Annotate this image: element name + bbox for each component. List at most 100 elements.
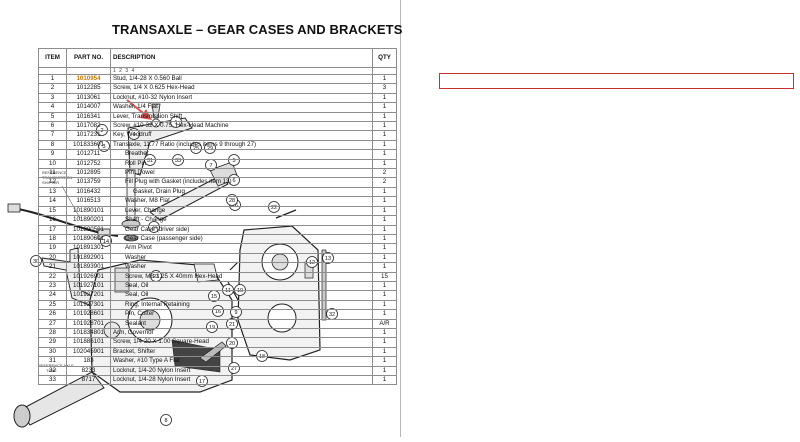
row-description: Key, Woodruff	[110, 130, 373, 141]
row-description: Arm Pivot	[110, 243, 373, 254]
row-part-number: 1016341	[66, 111, 111, 123]
level-ticks: 1 2 3 4	[110, 67, 373, 75]
row-part-number: 101833601	[66, 139, 111, 151]
row-qty: 1	[372, 215, 397, 226]
row-qty: 2	[372, 168, 397, 179]
row-qty: 1	[372, 186, 397, 198]
row-item: 7	[38, 130, 67, 141]
row-part-number: 1012752	[66, 158, 111, 170]
row-description: Screw, M8-1.25 X 40mm Hex-Head	[110, 271, 373, 282]
row-qty: 2	[372, 177, 397, 188]
row-description: Pin, Dowel	[110, 168, 373, 179]
row-item: 14	[38, 196, 67, 207]
row-item: 26	[38, 309, 67, 320]
row-item: 23	[38, 280, 67, 292]
row-part-number: 1013061	[66, 92, 111, 104]
col-description-header: DESCRIPTION	[110, 48, 373, 68]
row-part-number: 101892901	[66, 252, 111, 264]
row-qty: 1	[372, 327, 397, 339]
row-part-number: 101890501	[66, 224, 111, 235]
row-description: Arm, Governor	[110, 327, 373, 339]
parts-list-panel	[401, 0, 800, 437]
col-part-header: PART NO.	[66, 48, 111, 68]
row-description: Washer	[110, 262, 373, 273]
row-part-number: 183	[66, 356, 111, 367]
row-description: Washer, M8 Flat	[110, 196, 373, 207]
row-part-number: 101891301	[66, 243, 111, 254]
row-description: Seal, Oil	[110, 290, 373, 301]
row-item: 33	[38, 374, 67, 386]
row-part-number: 1012711	[66, 149, 111, 160]
row-item: 21	[38, 262, 67, 273]
row-item: 11	[38, 168, 67, 179]
row-part-number: 1017082	[66, 121, 111, 132]
row-description: Washer, 1/4 Flat	[110, 102, 373, 113]
row-qty: 1	[372, 309, 397, 320]
row-qty: 1	[372, 130, 397, 141]
row-item: 12	[38, 177, 67, 188]
row-item: 27	[38, 318, 67, 329]
row-qty: 1	[372, 205, 397, 217]
row-item: 30	[38, 346, 67, 358]
row-part-number: 1012895	[66, 168, 111, 179]
level-ticks-row: 1 2 3 4	[38, 67, 397, 75]
row-description: Stud, 1/4-28 X 0.560 Ball	[110, 73, 373, 85]
page-title: TRANSAXLE – GEAR CASES AND BRACKETS	[112, 22, 403, 37]
row-part-number: 101834801	[66, 327, 111, 339]
row-description: Washer	[110, 252, 373, 264]
row-item: 1	[38, 73, 67, 85]
row-description: Ring, Internal Retaining	[110, 299, 373, 311]
row-item: 31	[38, 356, 67, 367]
row-qty: 1	[372, 243, 397, 254]
row-part-number: 101893901	[66, 262, 111, 273]
row-description: Sealant	[110, 318, 373, 329]
row-description: Gear Case (driver side)	[110, 224, 373, 235]
row-item: 6	[38, 121, 67, 132]
row-qty: 1	[372, 102, 397, 113]
row-qty: 1	[372, 196, 397, 207]
callout-label: 30	[33, 259, 39, 265]
row-description: Washer, #10 Type A Flat	[110, 356, 373, 367]
row-qty: 1	[372, 262, 397, 273]
row-item: 19	[38, 243, 67, 254]
row-description: Transaxle, 11.77 Ratio (includes items 9…	[110, 139, 373, 151]
row-item: 22	[38, 271, 67, 282]
row-qty: 1	[372, 299, 397, 311]
parts-table-header: ITEM PART NO. DESCRIPTION QTY	[38, 48, 397, 68]
